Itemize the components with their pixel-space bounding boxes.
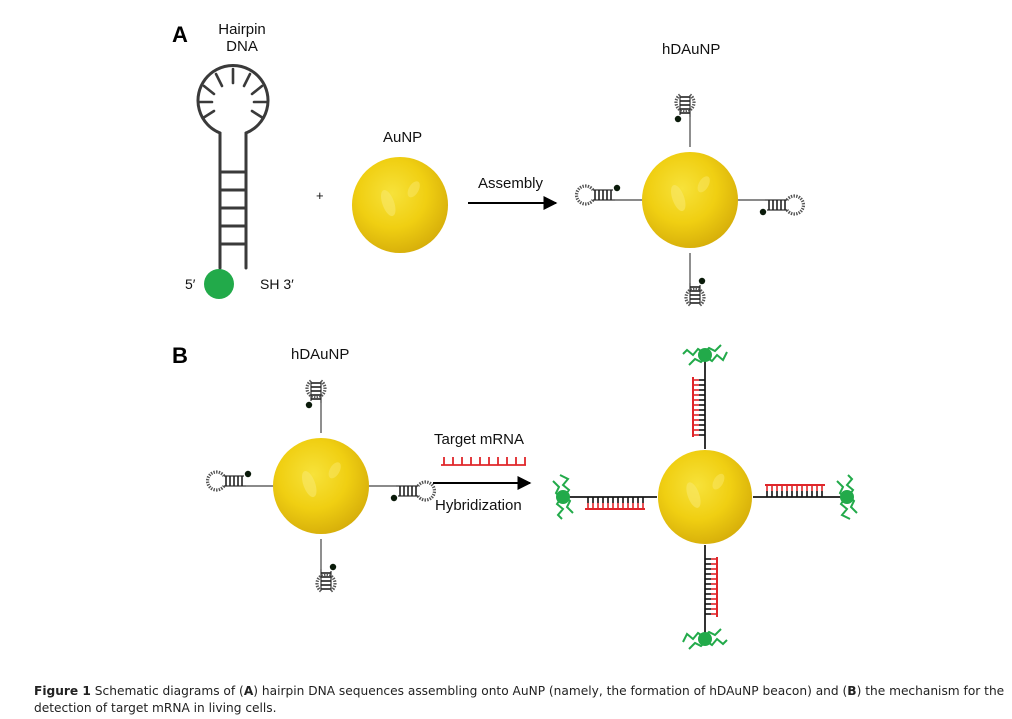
panel-label-b: B	[172, 343, 188, 368]
hairpin-loop	[674, 93, 696, 114]
hdaunp-product-A	[574, 93, 806, 307]
hairpin-title-line2: DNA	[226, 38, 258, 55]
aunp-gold-nanoparticle	[351, 156, 449, 254]
figure-caption: Figure 1 Schematic diagrams of (A) hairp…	[34, 683, 1009, 717]
caption-ref-b: B	[847, 684, 857, 698]
quencher-dot	[305, 401, 313, 409]
hybridization-label: Hybridization	[435, 497, 522, 514]
gold-nanoparticle	[641, 151, 739, 249]
three-prime-sh-label: SH 3′	[260, 276, 294, 292]
hairpin-beacon-arm	[366, 480, 437, 502]
plus-sign: +	[316, 188, 324, 203]
caption-ref-a: A	[243, 684, 254, 698]
hairpin-beacon-arm	[684, 253, 706, 307]
gold-nanoparticle	[657, 449, 753, 545]
fluorescence-glow-icon	[552, 474, 574, 520]
hairpin-beacon-arm	[735, 194, 806, 216]
fluorescence-glow-icon	[836, 474, 858, 520]
hairpin-title-line1: Hairpin	[218, 21, 266, 38]
hdaunp-reactant-label: hDAuNP	[291, 346, 350, 363]
assembly-label: Assembly	[478, 175, 544, 192]
hairpin-beacon-arm	[305, 379, 327, 433]
five-prime-label: 5′	[185, 276, 196, 292]
quencher-dot	[244, 470, 252, 478]
quencher-dot	[759, 208, 767, 216]
hairpin-loop	[315, 572, 337, 593]
aunp-label: AuNP	[383, 129, 423, 146]
hybridized-arm	[682, 545, 728, 650]
fluorescence-glow-icon	[682, 628, 728, 650]
loop-bases	[197, 67, 269, 120]
hdaunp-product-label: hDAuNP	[662, 41, 721, 58]
caption-text-1: Schematic diagrams of (	[90, 684, 244, 698]
stem-base-pairs	[220, 170, 246, 246]
hybridized-arm	[682, 344, 728, 449]
hairpin-loop	[196, 64, 270, 135]
hairpin-loop	[574, 184, 595, 206]
hairpin-dna-title: Hairpin DNA	[214, 21, 270, 55]
large-hairpin-dna	[196, 64, 270, 270]
hybridized-product-B	[552, 344, 858, 650]
hybridized-arm	[753, 474, 858, 520]
target-mrna-strand	[441, 457, 526, 466]
panel-label-a: A	[172, 22, 188, 47]
fluorophore-5prime	[204, 269, 234, 299]
quencher-dot	[698, 277, 706, 285]
quencher-dot	[329, 563, 337, 571]
fluorescence-glow-icon	[682, 344, 728, 366]
hairpin-loop	[416, 480, 437, 502]
caption-text-2: ) hairpin DNA sequences assembling onto …	[253, 684, 848, 698]
hybridized-arm	[552, 474, 657, 520]
schematic-figure	[196, 64, 858, 650]
hairpin-beacon-arm	[574, 184, 645, 206]
hairpin-loop	[785, 194, 806, 216]
gold-nanoparticle	[272, 437, 370, 535]
hairpin-beacon-arm	[205, 470, 276, 492]
caption-text-3: ) the mechanism for the detection of tar…	[34, 684, 1005, 715]
hairpin-loop	[205, 470, 226, 492]
hairpin-beacon-arm	[674, 93, 696, 147]
quencher-dot	[613, 184, 621, 192]
hdaunp-reactant-B	[205, 379, 437, 593]
hairpin-loop	[684, 286, 706, 307]
hairpin-loop	[305, 379, 327, 400]
target-mrna-label: Target mRNA	[434, 431, 525, 448]
quencher-dot	[674, 115, 682, 123]
caption-figure-label: Figure 1	[34, 684, 91, 698]
quencher-dot	[390, 494, 398, 502]
hairpin-beacon-arm	[315, 539, 337, 593]
